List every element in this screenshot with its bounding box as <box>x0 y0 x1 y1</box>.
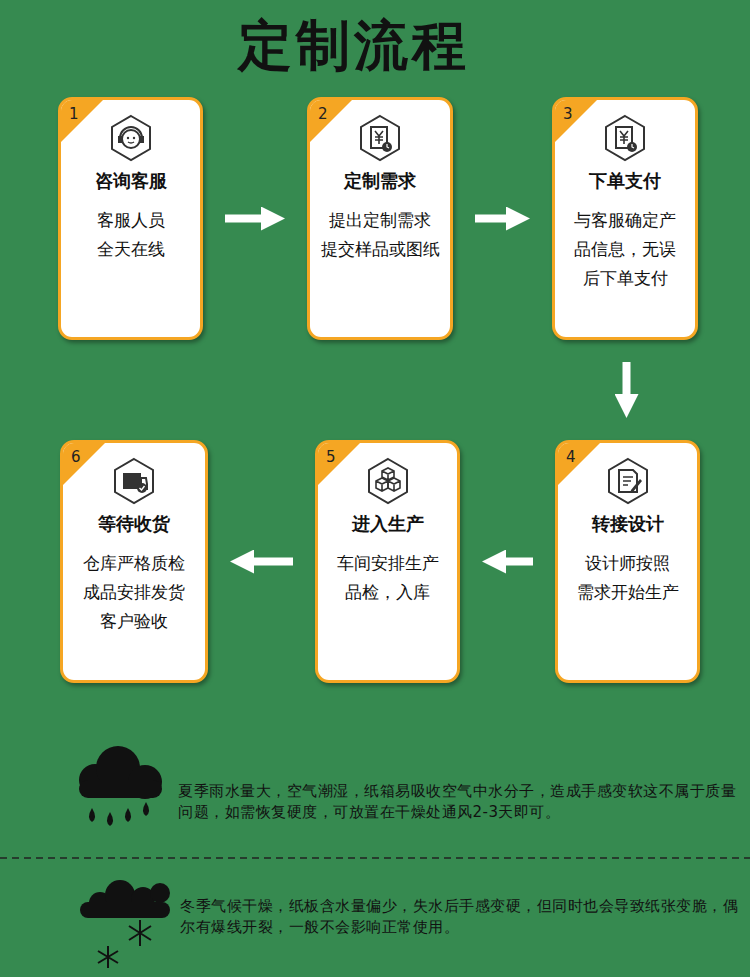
corner-tab <box>554 99 598 143</box>
flow-arrow <box>623 362 631 406</box>
title: 定制流程 <box>238 10 470 83</box>
process-box: 5进入生产车间安排生产 品检，入库 <box>315 440 460 683</box>
process-box: 6等待收货仓库严格质检 成品安排发货 客户验收 <box>60 440 208 683</box>
step-heading: 等待收货 <box>63 511 205 537</box>
corner-tab <box>60 99 104 143</box>
step-description: 车间安排生产 品检，入库 <box>321 549 455 607</box>
step-number: 6 <box>71 448 81 466</box>
step-icon <box>601 114 649 162</box>
step-content: 等待收货仓库严格质检 成品安排发货 客户验收 <box>63 443 205 650</box>
step-description: 提出定制需求 提交样品或图纸 <box>313 206 447 264</box>
corner-tab <box>317 442 361 486</box>
step-heading: 进入生产 <box>318 511 457 537</box>
step-number: 3 <box>563 105 573 123</box>
snowflake-icon <box>98 920 151 968</box>
step-description: 设计师按照 需求开始生产 <box>561 549 695 607</box>
process-box: 3下单支付与客服确定产 品信息，无误 后下单支付 <box>552 97 698 340</box>
step-description: 客服人员 全天在线 <box>64 206 198 264</box>
step-icon <box>604 457 652 505</box>
step-content: 定制需求提出定制需求 提交样品或图纸 <box>310 100 450 278</box>
flow-arrow <box>242 558 293 566</box>
step-content: 下单支付与客服确定产 品信息，无误 后下单支付 <box>555 100 695 307</box>
flow-arrow <box>225 215 273 223</box>
step-description: 仓库严格质检 成品安排发货 客户验收 <box>67 549 201 636</box>
step-icon <box>107 114 155 162</box>
step-number: 4 <box>566 448 576 466</box>
step-content: 进入生产车间安排生产 品检，入库 <box>318 443 457 621</box>
step-number: 5 <box>326 448 336 466</box>
process-box: 1咨询客服客服人员 全天在线 <box>58 97 203 340</box>
flow-arrow <box>494 558 533 566</box>
snow-cloud-icon <box>80 880 170 918</box>
note-text: 冬季气候干燥，纸板含水量偏少，失水后手感变硬，但同时也会导致纸张变脆，偶尔有爆线… <box>180 896 740 938</box>
flow-arrow <box>475 215 518 223</box>
step-heading: 定制需求 <box>310 168 450 194</box>
step-icon <box>110 457 158 505</box>
process-box: 4转接设计设计师按照 需求开始生产 <box>555 440 700 683</box>
step-heading: 转接设计 <box>558 511 697 537</box>
step-number: 2 <box>318 105 328 123</box>
corner-tab <box>557 442 601 486</box>
corner-tab <box>62 442 106 486</box>
step-heading: 下单支付 <box>555 168 695 194</box>
dashed-divider <box>0 857 750 859</box>
step-number: 1 <box>69 105 79 123</box>
process-box: 2定制需求提出定制需求 提交样品或图纸 <box>307 97 453 340</box>
step-description: 与客服确定产 品信息，无误 后下单支付 <box>558 206 692 293</box>
step-heading: 咨询客服 <box>61 168 200 194</box>
step-content: 转接设计设计师按照 需求开始生产 <box>558 443 697 621</box>
step-content: 咨询客服客服人员 全天在线 <box>61 100 200 278</box>
step-icon <box>356 114 404 162</box>
corner-tab <box>309 99 353 143</box>
note-text: 夏季雨水量大，空气潮湿，纸箱易吸收空气中水分子，造成手感变软这不属于质量问题，如… <box>178 781 738 823</box>
rain-cloud-icon <box>79 746 162 826</box>
step-icon <box>364 457 412 505</box>
